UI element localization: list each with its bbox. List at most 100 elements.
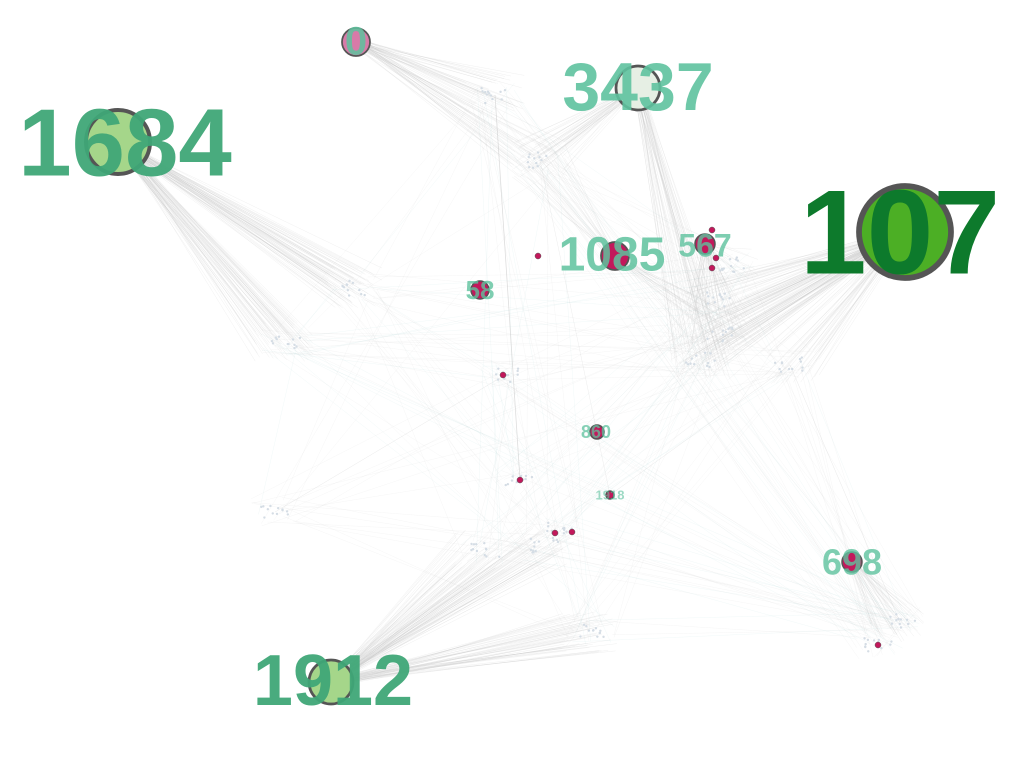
- graph-edge: [488, 373, 910, 628]
- graph-edge: [327, 546, 562, 681]
- graph-edge: [328, 639, 611, 683]
- graph-edge: [329, 537, 572, 679]
- cluster-node: [551, 536, 555, 540]
- graph-edge: [330, 540, 545, 688]
- graph-edge: [504, 373, 785, 480]
- cluster-node: [721, 298, 725, 301]
- graph-edge: [115, 145, 295, 357]
- graph-edge: [532, 553, 569, 639]
- node-3437[interactable]: [614, 64, 662, 112]
- graph-edge: [560, 365, 795, 522]
- node-698[interactable]: [841, 551, 863, 573]
- graph-edge: [120, 143, 362, 285]
- graph-edge: [634, 92, 719, 355]
- node-1912[interactable]: [307, 658, 355, 706]
- cluster-node: [481, 90, 484, 93]
- node-1684[interactable]: [84, 108, 152, 176]
- graph-edge: [325, 529, 466, 685]
- graph-edge: [329, 554, 489, 678]
- graph-edge: [550, 532, 898, 638]
- graph-edge: [281, 497, 915, 622]
- node-107[interactable]: [856, 183, 954, 281]
- graph-edge: [555, 339, 720, 547]
- graph-edge: [636, 92, 685, 367]
- graph-edge: [854, 558, 924, 615]
- graph-edge: [360, 39, 513, 168]
- graph-edge: [540, 159, 618, 258]
- graph-edge: [502, 370, 563, 549]
- graph-edge: [120, 138, 305, 362]
- graph-edge: [353, 38, 509, 105]
- graph-edge: [120, 144, 365, 284]
- graph-edge: [332, 646, 565, 684]
- graph-edge: [114, 143, 342, 292]
- node-860[interactable]: [589, 424, 605, 440]
- graph-edge: [331, 618, 613, 684]
- small-node: [708, 264, 716, 272]
- graph-edge: [114, 136, 373, 274]
- graph-edge: [497, 366, 698, 369]
- cluster-node: [867, 650, 870, 653]
- graph-edge: [700, 246, 731, 296]
- cluster-node: [527, 155, 530, 159]
- graph-edge: [327, 561, 456, 679]
- graph-edge: [332, 544, 523, 681]
- node-label-1918: 1918: [596, 487, 625, 502]
- graph-edge: [327, 551, 556, 686]
- graph-edge: [117, 142, 344, 301]
- cluster-node: [538, 156, 541, 159]
- graph-edge: [335, 611, 594, 680]
- node-1918[interactable]: [605, 490, 615, 500]
- graph-edge: [372, 256, 709, 299]
- cluster-node: [530, 475, 534, 479]
- graph-edge: [565, 145, 614, 259]
- graph-edge: [326, 547, 558, 685]
- graph-edge: [308, 276, 360, 328]
- node-1085[interactable]: [600, 241, 630, 271]
- cluster-node: [286, 513, 290, 516]
- graph-edge: [701, 245, 704, 322]
- graph-edge: [726, 264, 813, 353]
- graph-edge: [513, 89, 635, 170]
- graph-edge: [113, 145, 282, 343]
- graph-edge: [358, 44, 514, 109]
- node-0[interactable]: [341, 27, 371, 57]
- cluster-node: [516, 367, 520, 370]
- node-567[interactable]: [694, 233, 716, 255]
- small-node: [499, 371, 507, 379]
- cluster-node: [692, 363, 696, 366]
- graph-edge: [513, 89, 681, 346]
- cluster-node: [500, 98, 503, 101]
- graph-edge: [850, 566, 888, 623]
- graph-edge: [114, 144, 288, 336]
- graph-edge: [506, 266, 733, 542]
- graph-edge: [119, 143, 361, 274]
- cluster-node: [731, 270, 735, 273]
- graph-edge: [473, 90, 513, 103]
- graph-edge: [118, 144, 356, 299]
- cluster-node: [498, 555, 501, 558]
- graph-edge: [550, 147, 778, 376]
- graph-edge: [287, 346, 520, 390]
- graph-edge: [335, 545, 536, 680]
- graph-edge: [515, 165, 877, 647]
- graph-edge: [333, 640, 565, 680]
- graph-edge: [352, 41, 523, 104]
- node-58[interactable]: [470, 280, 490, 300]
- graph-edge: [709, 239, 733, 321]
- graph-edge: [570, 378, 787, 631]
- graph-edge: [352, 36, 485, 95]
- graph-edge: [352, 45, 476, 104]
- graph-edge: [330, 633, 574, 686]
- graph-edge: [333, 541, 575, 680]
- graph-edge: [477, 540, 899, 625]
- graph-edge: [708, 243, 722, 323]
- graph-edge: [331, 620, 599, 684]
- cluster-node: [528, 153, 531, 156]
- graph-edge: [707, 243, 724, 311]
- node-label-567: 567: [678, 227, 731, 263]
- graph-edge: [521, 164, 861, 637]
- graph-edge: [121, 137, 333, 298]
- graph-edge: [610, 252, 744, 322]
- graph-edge: [117, 139, 270, 358]
